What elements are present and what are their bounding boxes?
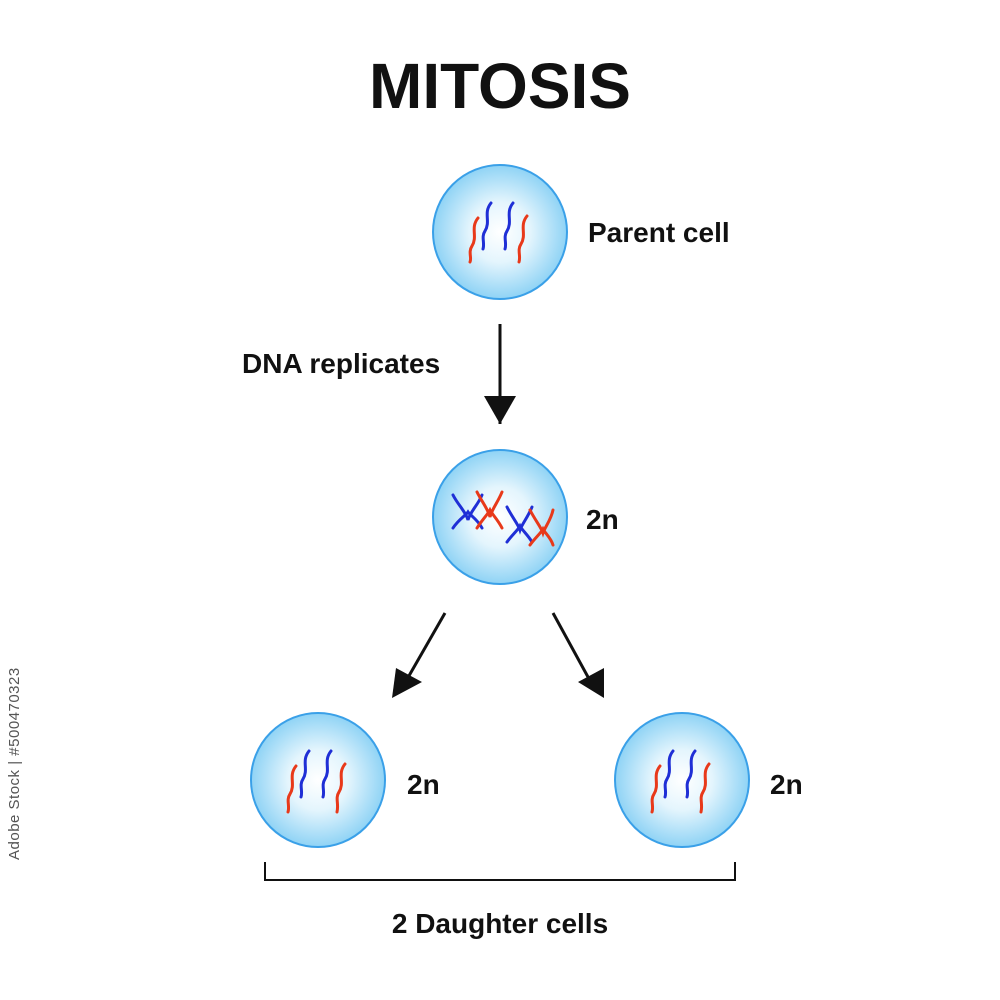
daughter-cells-label: 2 Daughter cells <box>392 908 608 939</box>
replicated-ploidy-label: 2n <box>586 504 619 535</box>
daughter-bracket <box>264 862 736 881</box>
daughter-cell-right <box>614 712 750 848</box>
daughter-left-ploidy-label: 2n <box>407 769 440 800</box>
dna-replicates-label: DNA replicates <box>242 348 440 379</box>
stock-watermark: Adobe Stock | #500470323 <box>6 667 23 860</box>
daughter-cell-left <box>250 712 386 848</box>
replication-arrow-head <box>484 396 516 424</box>
daughter-left-chromosomes <box>286 749 347 814</box>
parent-cell <box>432 164 568 300</box>
split-arrow-right-head <box>578 668 604 698</box>
replicated-cell <box>432 449 568 585</box>
parent-cell-label: Parent cell <box>588 217 730 248</box>
parent-chromosomes <box>468 201 529 264</box>
diagram-title: MITOSIS <box>369 50 631 122</box>
split-arrow-left-head <box>392 668 422 698</box>
daughter-right-ploidy-label: 2n <box>770 769 803 800</box>
replicated-chromosomes <box>451 490 555 547</box>
split-arrow-right <box>551 612 596 689</box>
daughter-right-chromosomes <box>650 749 711 814</box>
